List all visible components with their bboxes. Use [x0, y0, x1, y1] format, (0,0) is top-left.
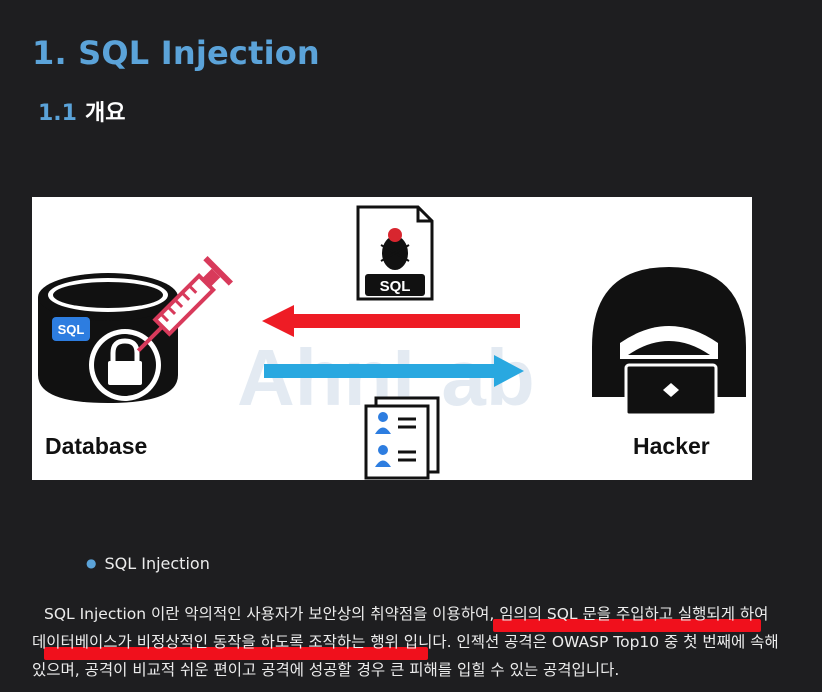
highlight-underline [493, 619, 761, 632]
hacker-icon [592, 267, 746, 417]
file-sql-tag: SQL [380, 278, 411, 295]
highlight-underline [44, 647, 428, 660]
description-paragraph: SQL Injection 이란 악의적인 사용자가 보안상의 취약점을 이용하… [32, 605, 779, 679]
sql-injection-diagram: AhnLab SQL [32, 197, 752, 480]
page-title: 1. SQL Injection [32, 34, 320, 72]
sql-badge: SQL [58, 322, 85, 337]
attack-arrow [262, 305, 520, 337]
stolen-data-documents-icon [364, 396, 440, 480]
syringe-icon [136, 255, 234, 353]
bullet-dot-icon: ● [86, 556, 97, 570]
bullet-text: SQL Injection [104, 554, 210, 573]
malicious-sql-file-icon: SQL [356, 205, 434, 301]
database-label: Database [45, 433, 148, 459]
hacker-label: Hacker [633, 433, 710, 459]
bullet-list-item: ● SQL Injection [86, 554, 210, 573]
section-title: 개요 [84, 101, 126, 126]
section-heading: 1.1 개요 [38, 95, 125, 127]
section-number: 1.1 [38, 101, 77, 126]
diagram-graphics: AhnLab SQL [38, 205, 746, 480]
data-leak-arrow [264, 355, 524, 387]
